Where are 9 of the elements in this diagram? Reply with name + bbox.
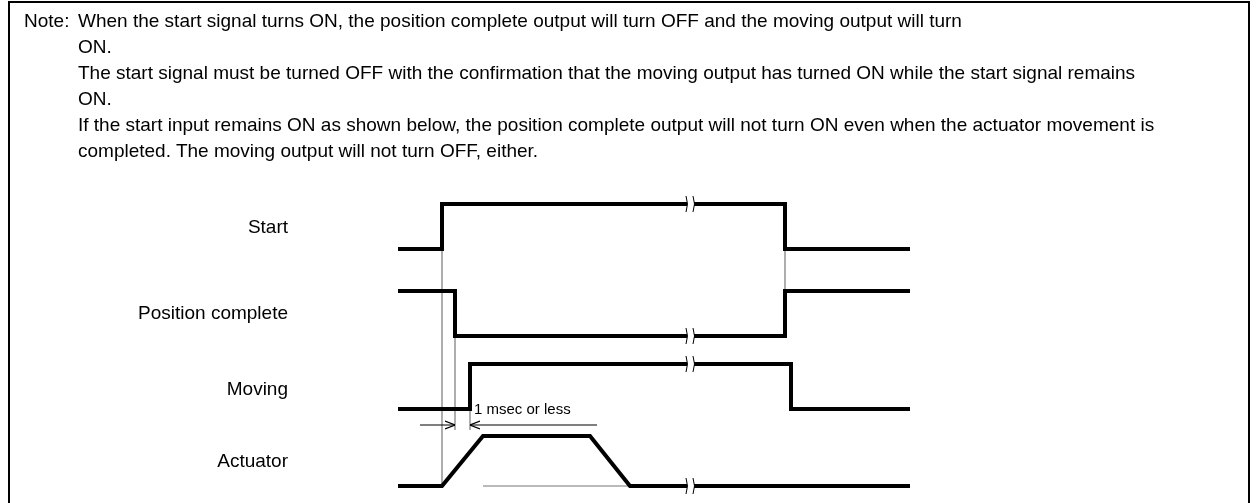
note-heading: Note: <box>24 9 70 33</box>
note-text: The start signal must be turned OFF with the confirmation that the moving output has turned ON while the start signal remains ON. <box>78 61 1137 111</box>
signal-name: Moving <box>226 378 288 400</box>
signal-name: Start <box>247 216 288 238</box>
note-text: If the start input remains ON as shown below, the position complete output will not turn ON even when the actuator movement is completed. The moving output will not turn OFF, either. <box>78 113 1156 163</box>
signal-name: Position complete <box>138 302 288 324</box>
timing-annotation: 1 msec or less <box>474 400 571 418</box>
note-text: When the start signal turns ON, the position complete output will turn OFF and the moving output will turn ON. <box>78 9 963 59</box>
signal-name: Actuator <box>217 450 288 472</box>
